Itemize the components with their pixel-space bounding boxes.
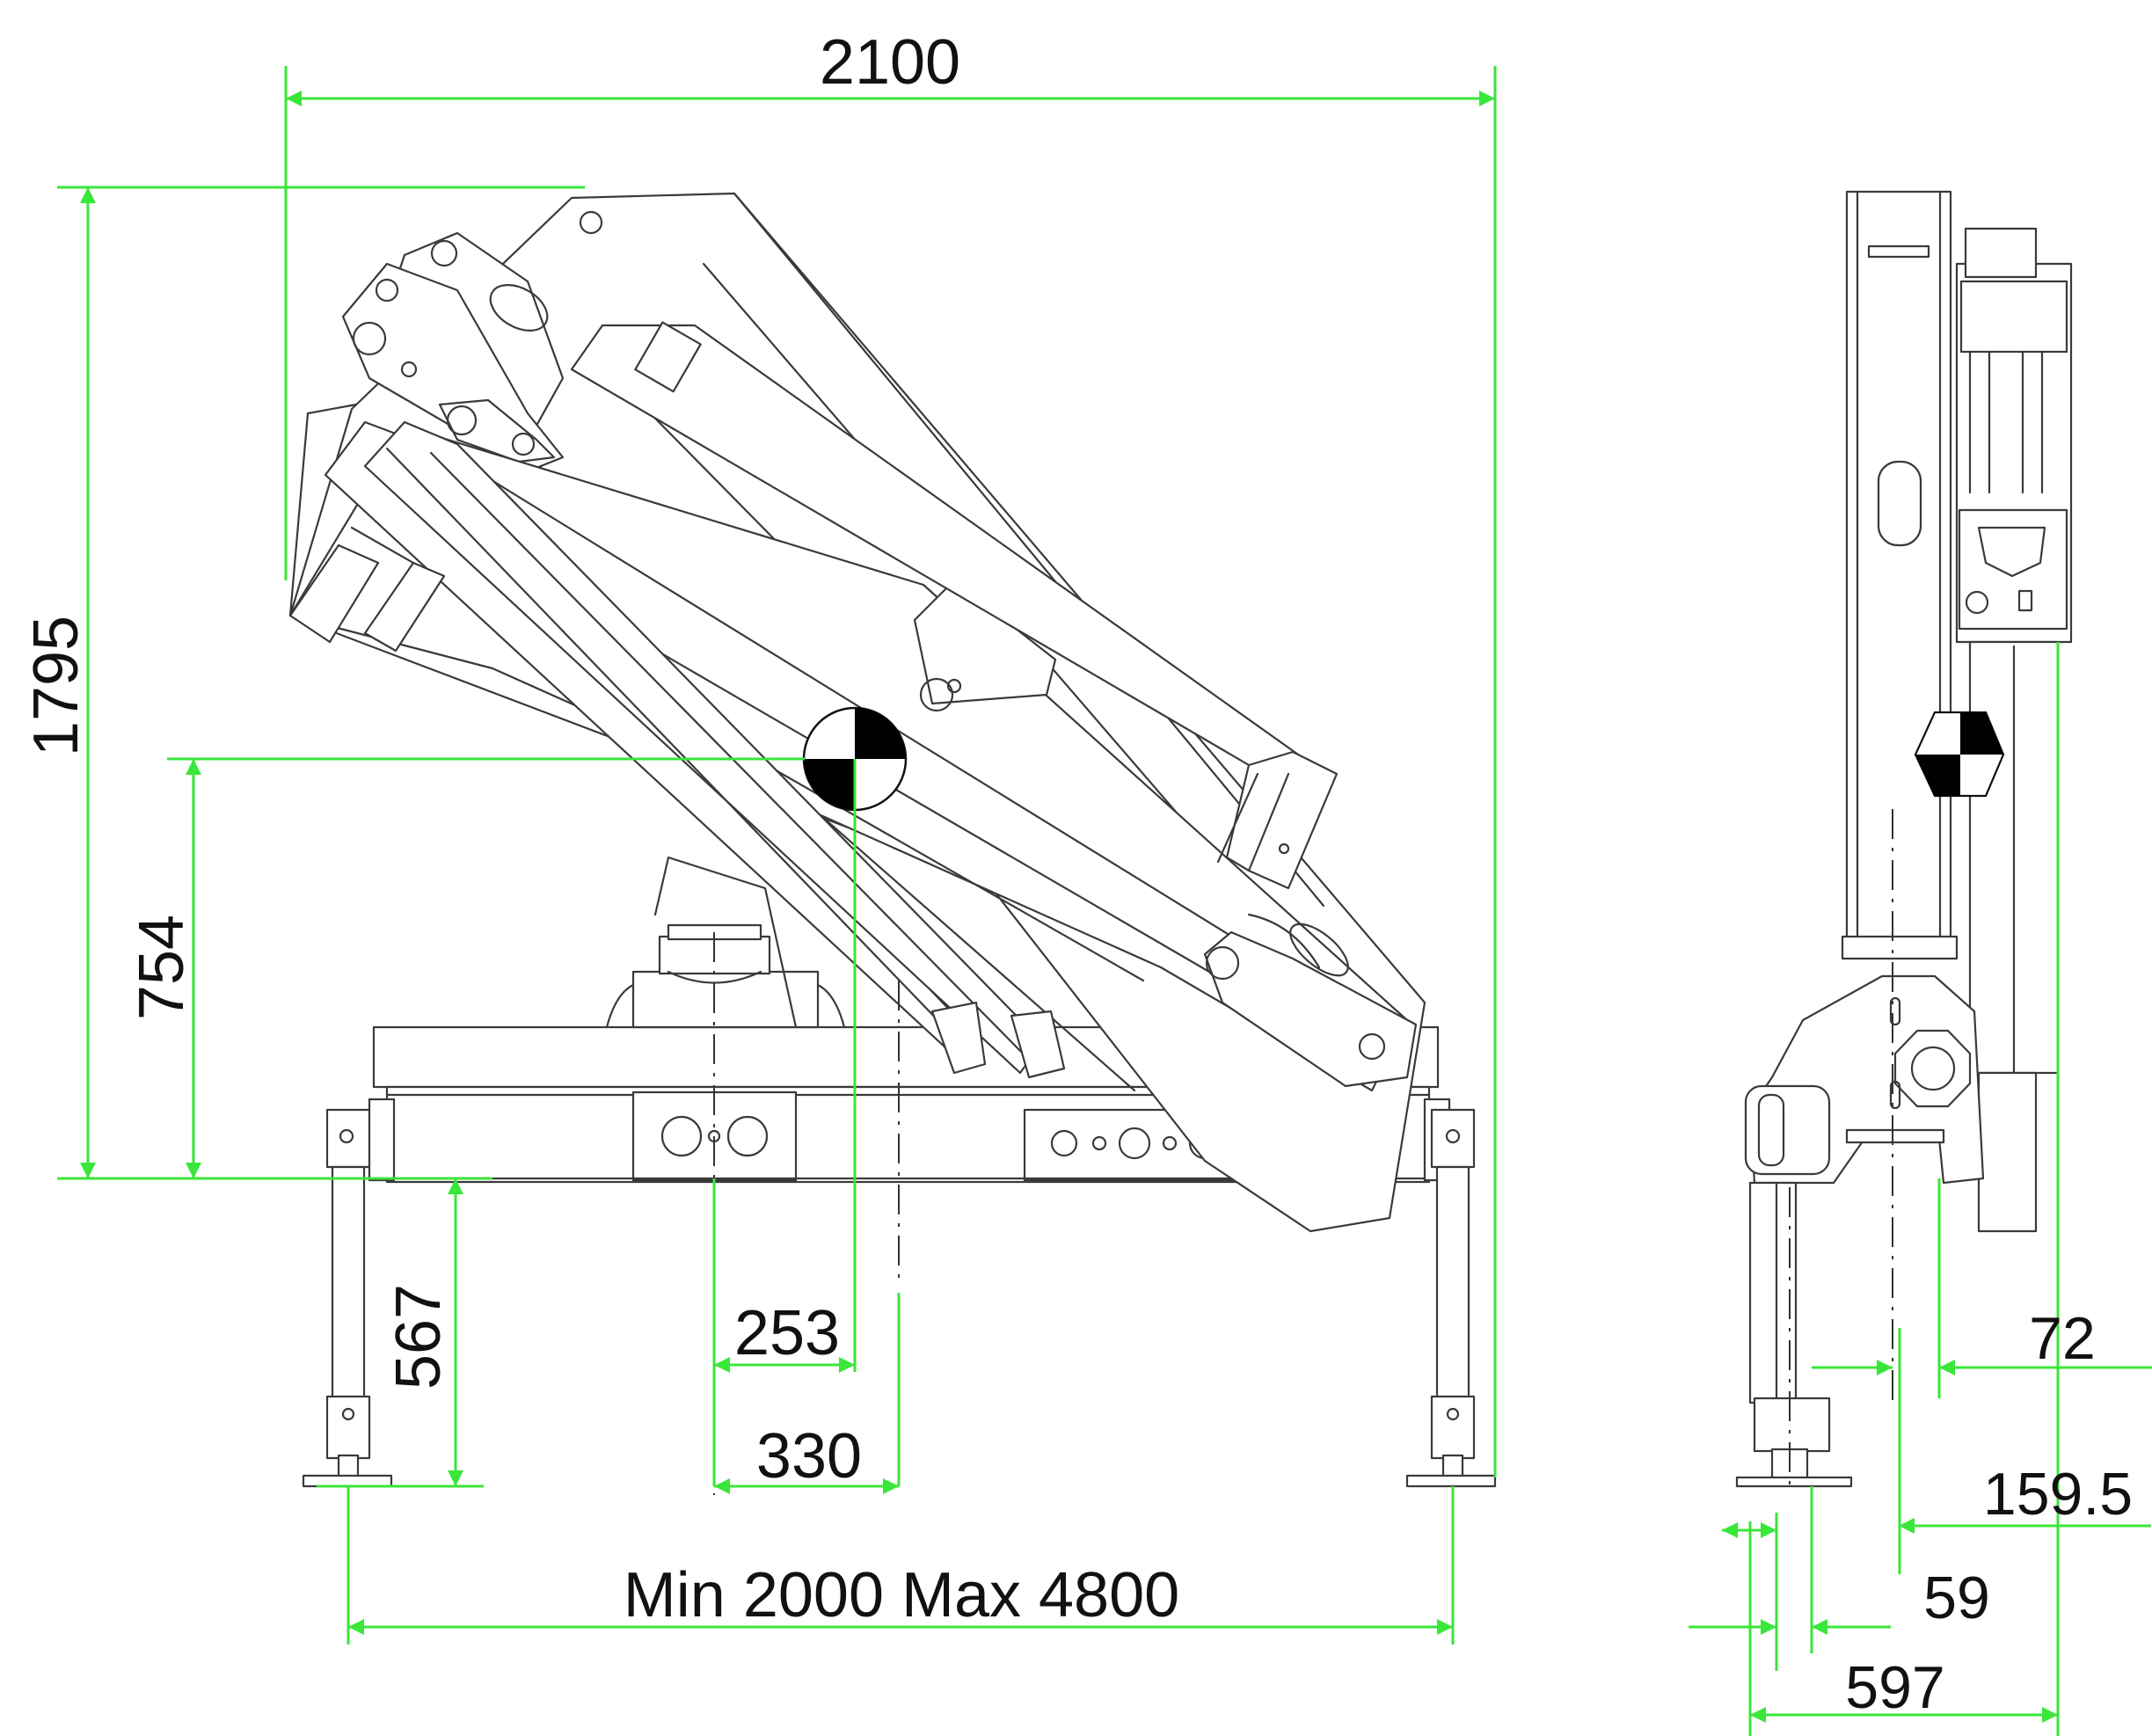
link-arms: [341, 231, 565, 477]
right-outrigger: [1405, 1098, 1497, 1488]
dim-leg-height: 567: [383, 1284, 454, 1390]
dim-column-offset: 330: [756, 1421, 862, 1492]
dim-cog-height: 754: [127, 915, 197, 1020]
dim-side-72: 72: [2029, 1305, 2096, 1372]
dim-overall-height: 1795: [21, 616, 91, 756]
dimension-lines: [57, 66, 2152, 1736]
dim-side-59: 59: [1923, 1565, 1990, 1631]
dim-side-597: 597: [1845, 1654, 1944, 1721]
crane-side-view: [288, 192, 1497, 1495]
hydraulic-cylinders: [288, 321, 1339, 1079]
dim-cog-offset: 253: [734, 1298, 840, 1368]
dim-overall-width: 2100: [820, 27, 960, 98]
dim-side-159-5: 159.5: [1983, 1461, 2133, 1528]
dim-outrigger-span: Min 2000 Max 4800: [624, 1560, 1179, 1630]
left-outrigger: [302, 1098, 396, 1488]
dimension-labels: 2100 1795 754 567 253 330 Min 2000 Max 4…: [21, 27, 2133, 1721]
crane-end-view: [1735, 190, 2073, 1488]
